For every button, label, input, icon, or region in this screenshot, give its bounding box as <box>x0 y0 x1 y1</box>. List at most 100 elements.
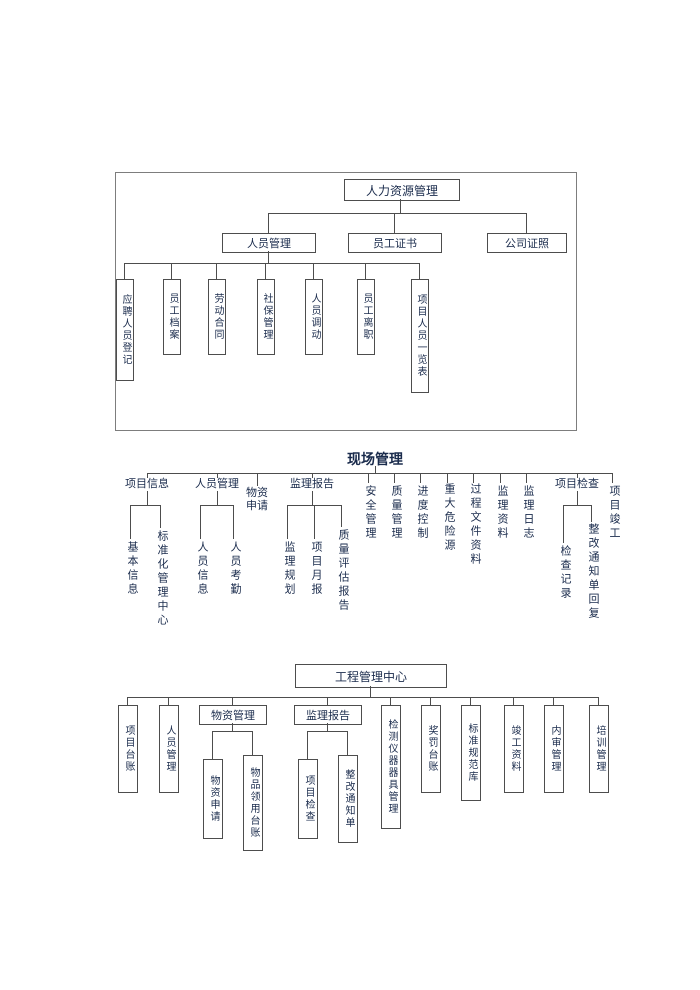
connector-line <box>314 505 315 539</box>
connector-line <box>577 473 578 478</box>
connector-line <box>216 263 217 279</box>
hr-chart-frame <box>115 172 577 431</box>
node-eng-personnel-management: 人员管理 <box>159 705 179 793</box>
node-inspection-record: 检查记录 <box>559 545 571 601</box>
connector-line <box>563 505 564 543</box>
connector-line <box>232 723 233 731</box>
connector-line <box>470 697 471 705</box>
connector-line <box>147 473 148 478</box>
node-material-management: 物资管理 <box>199 705 267 725</box>
connector-line <box>598 697 599 705</box>
node-project-personnel-list: 项目人员一览表 <box>411 279 429 393</box>
connector-line <box>252 731 253 755</box>
connector-line <box>390 697 391 705</box>
connector-line <box>341 505 342 527</box>
node-labor-contract: 劳动合同 <box>208 279 226 355</box>
connector-line <box>212 731 213 759</box>
node-social-security: 社保管理 <box>257 279 275 355</box>
connector-line <box>124 263 125 279</box>
connector-line <box>500 473 501 483</box>
connector-line <box>168 697 169 705</box>
node-eng-project-inspection: 项目检查 <box>298 759 318 839</box>
connector-line <box>327 723 328 731</box>
node-completion-materials: 竣工资料 <box>504 705 524 793</box>
node-personnel-info: 人员信息 <box>196 541 208 597</box>
site-chart-title: 现场管理 <box>347 451 403 467</box>
connector-line <box>217 491 218 505</box>
connector-line <box>171 263 172 279</box>
connector-line <box>217 473 218 478</box>
node-personnel-attendance: 人员考勤 <box>229 541 241 597</box>
connector-line <box>200 505 201 539</box>
connector-line <box>200 505 233 506</box>
connector-line <box>127 697 598 698</box>
connector-line <box>268 213 526 214</box>
node-monthly-report: 项目月报 <box>310 541 322 597</box>
connector-line <box>430 697 431 705</box>
connector-line <box>327 697 328 705</box>
connector-line <box>127 697 128 705</box>
node-training-management: 培训管理 <box>589 705 609 793</box>
connector-line <box>233 505 234 539</box>
node-hr-root: 人力资源管理 <box>344 179 460 201</box>
connector-line <box>265 263 266 279</box>
connector-line <box>526 213 527 233</box>
connector-line <box>394 473 395 483</box>
connector-line <box>160 505 161 528</box>
node-company-licenses: 公司证照 <box>487 233 567 253</box>
node-material-application: 物资申请 <box>246 487 268 512</box>
node-basic-info: 基本信息 <box>126 541 138 597</box>
node-personnel-management: 人员管理 <box>222 233 316 253</box>
node-rectification-notice: 整改通知单 <box>338 755 358 843</box>
connector-line <box>313 263 314 279</box>
connector-line <box>147 491 148 505</box>
node-project-ledger: 项目台账 <box>118 705 138 793</box>
node-process-documents: 过程文件资料 <box>469 483 481 567</box>
connector-line <box>419 263 420 279</box>
node-quality-management: 质量管理 <box>390 485 402 541</box>
connector-line <box>513 697 514 705</box>
node-employee-files: 员工档案 <box>163 279 181 355</box>
connector-line <box>368 473 369 483</box>
node-progress-control: 进度控制 <box>416 485 428 541</box>
connector-line <box>124 263 419 264</box>
connector-line <box>268 251 269 263</box>
connector-line <box>232 697 233 705</box>
node-standardization-center: 标准化管理中心 <box>156 530 168 628</box>
node-employee-certificates: 员工证书 <box>348 233 442 253</box>
connector-line <box>612 473 613 483</box>
connector-line <box>394 213 395 233</box>
node-instrument-management: 检测仪器器具管理 <box>381 705 401 829</box>
connector-line <box>257 473 258 486</box>
connector-line <box>147 473 612 474</box>
node-site-personnel-management: 人员管理 <box>195 478 239 490</box>
node-supervision-log: 监理日志 <box>522 485 534 541</box>
node-employee-resignation: 员工离职 <box>357 279 375 355</box>
node-project-info: 项目信息 <box>125 478 169 490</box>
connector-line <box>375 466 376 473</box>
node-eng-supervision-report: 监理报告 <box>294 705 362 725</box>
connector-line <box>553 697 554 705</box>
connector-line <box>473 473 474 483</box>
node-personnel-transfer: 人员调动 <box>305 279 323 355</box>
node-standard-library: 标准规范库 <box>461 705 481 801</box>
connector-line <box>130 505 131 539</box>
node-supervision-materials: 监理资料 <box>496 485 508 541</box>
node-safety-management: 安全管理 <box>364 485 376 541</box>
node-material-requisition-ledger: 物品领用台账 <box>243 755 263 851</box>
connector-line <box>312 473 313 478</box>
node-eng-material-application: 物资申请 <box>203 759 223 839</box>
node-major-hazard-source: 重大危险源 <box>443 483 455 553</box>
connector-line <box>526 473 527 483</box>
connector-line <box>577 491 578 505</box>
connector-line <box>212 731 252 732</box>
connector-line <box>370 686 371 697</box>
node-quality-assessment-report: 质量评估报告 <box>337 529 349 613</box>
node-project-completion: 项目竣工 <box>608 485 620 541</box>
connector-line <box>447 473 448 483</box>
node-internal-audit: 内审管理 <box>544 705 564 793</box>
node-supervision-plan: 监理规划 <box>283 541 295 597</box>
node-eng-root: 工程管理中心 <box>295 664 447 688</box>
connector-line <box>347 731 348 755</box>
